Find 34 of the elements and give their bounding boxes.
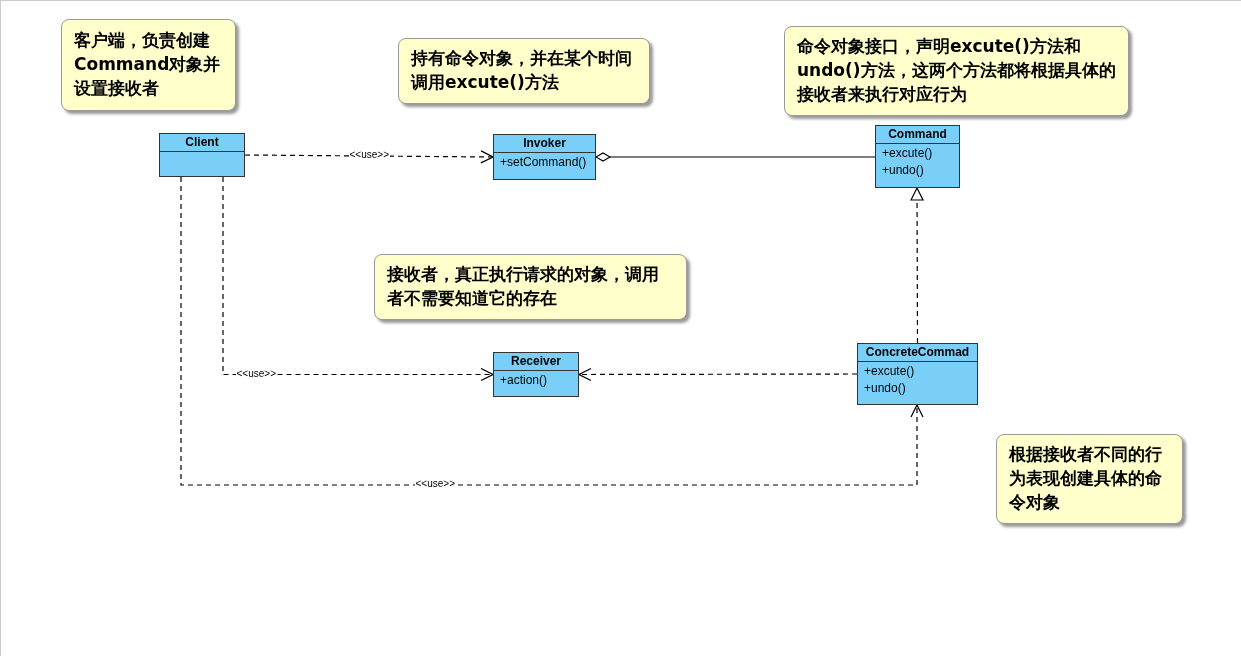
note-text: 命令对象接口，声明excute()方法和undo()方法，这两个方法都将根据具体的接收者来执行对应行为 — [797, 35, 1116, 106]
connector-arrow — [578, 367, 858, 382]
method-text: +action() — [500, 372, 549, 389]
note-box — [374, 254, 687, 320]
class-name: Receiver — [510, 354, 561, 368]
note-box — [61, 19, 236, 111]
method-text: +undo() — [882, 162, 925, 179]
method-text: +excute() — [864, 363, 916, 380]
method-text: +excute() — [882, 145, 934, 162]
connector-arrow — [910, 187, 924, 344]
note-box — [996, 434, 1183, 524]
connector-arrow — [222, 176, 494, 382]
note-text: 持有命令对象，并在某个时间调用excute()方法 — [411, 47, 633, 94]
class-box — [875, 125, 960, 188]
class-name: Client — [185, 135, 219, 149]
class-box — [493, 134, 596, 180]
method-text: +undo() — [864, 380, 907, 397]
connector-arrow — [244, 150, 494, 164]
note-text: 根据接收者不同的行为表现创建具体的命令对象 — [1009, 443, 1163, 514]
edge-label: <<use>> — [348, 149, 390, 160]
class-box — [857, 343, 978, 405]
edge-label: <<use>> — [414, 478, 456, 489]
connector-arrow — [180, 176, 924, 486]
class-box — [493, 352, 579, 397]
note-box — [398, 38, 650, 104]
method-text: +setCommand() — [500, 154, 588, 171]
note-text: 接收者，真正执行请求的对象，调用者不需要知道它的存在 — [387, 263, 660, 310]
edge-label: <<use>> — [235, 368, 277, 379]
class-name: ConcreteCommad — [865, 345, 970, 359]
note-box — [784, 26, 1129, 116]
class-box — [159, 133, 245, 177]
note-text: 客户端，负责创建Command对象并设置接收者 — [74, 29, 222, 100]
class-name: Command — [888, 127, 947, 141]
class-name: Invoker — [523, 136, 566, 150]
